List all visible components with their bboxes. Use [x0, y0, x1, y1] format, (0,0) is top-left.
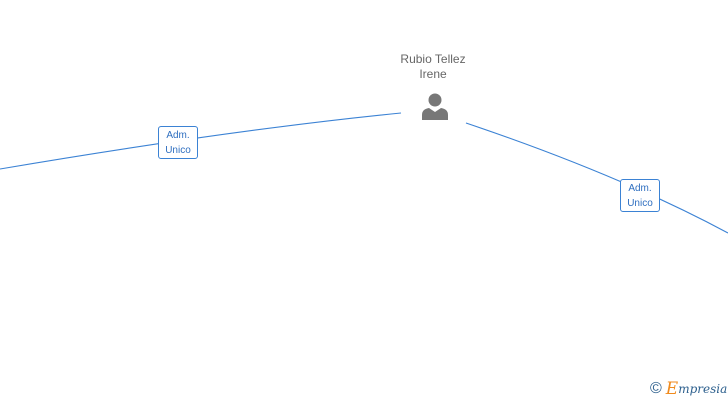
- edge-label-line2: Unico: [165, 145, 191, 156]
- edge-label-adm-unico-right[interactable]: Adm. Unico: [620, 179, 660, 212]
- person-icon[interactable]: [420, 92, 450, 122]
- edge-line-left: [0, 112, 402, 170]
- edge-line-right: [465, 122, 728, 234]
- brand-name: mpresia: [678, 382, 728, 396]
- copyright-icon: ©: [650, 380, 662, 397]
- empresia-watermark: © E mpresia: [650, 379, 727, 399]
- edge-label-line2: Unico: [627, 198, 653, 209]
- edge-label-line1: Adm.: [166, 130, 190, 141]
- brand-initial: E: [665, 379, 679, 399]
- person-node-label[interactable]: Rubio Tellez Irene: [373, 52, 493, 82]
- person-name-line1: Rubio Tellez: [400, 52, 466, 66]
- edge-label-line1: Adm.: [628, 183, 652, 194]
- person-name-line2: Irene: [419, 67, 447, 81]
- edge-label-adm-unico-left[interactable]: Adm. Unico: [158, 126, 198, 159]
